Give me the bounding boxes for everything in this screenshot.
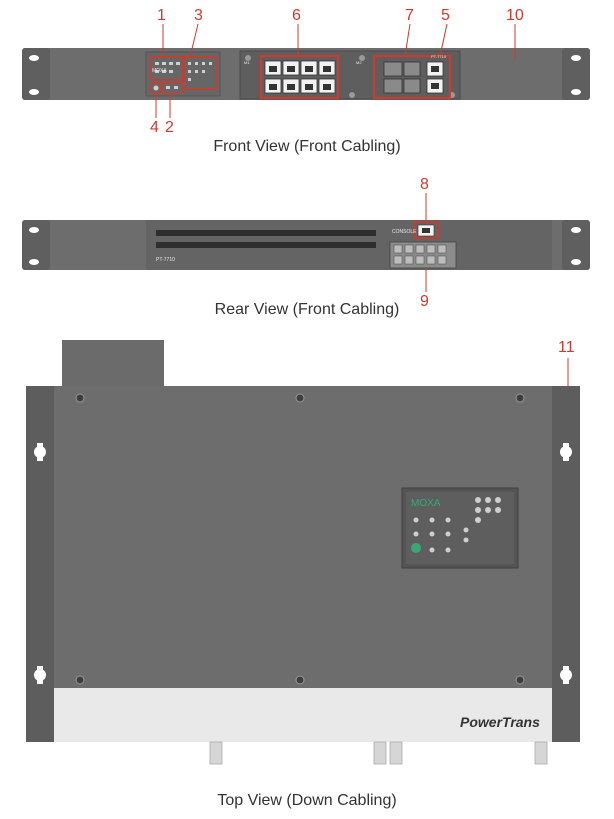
front-leader-lines — [155, 23, 516, 118]
front-fiber-ports — [373, 55, 451, 99]
rear-view-caption: Rear View (Front Cabling) — [214, 301, 400, 318]
top-view-chassis — [26, 340, 580, 765]
callout-2: 2 — [165, 119, 174, 136]
front-led-panel — [150, 56, 217, 94]
callout-11: 11 — [558, 339, 575, 356]
powertrans-logo: PowerTrans — [460, 714, 540, 730]
callout-1: 1 — [157, 7, 166, 24]
rear-vents — [156, 230, 376, 248]
rear-model-label: PT-7710 — [156, 257, 175, 263]
callout-10: 10 — [506, 7, 524, 24]
callout-4: 4 — [150, 119, 159, 136]
callout-8: 8 — [420, 176, 429, 193]
front-m1-label: M1 — [244, 60, 250, 65]
callout-5: 5 — [441, 7, 450, 24]
front-view-caption: Front View (Front Cabling) — [213, 138, 401, 155]
top-led-panel — [401, 487, 519, 569]
front-rj45-ports — [260, 55, 339, 99]
callout-3: 3 — [194, 7, 203, 24]
callout-6: 6 — [292, 7, 301, 24]
front-m2-label: M2 — [356, 60, 362, 65]
rear-terminal-blocks — [389, 241, 457, 269]
callout-7: 7 — [405, 7, 414, 24]
top-view-caption: Top View (Down Cabling) — [217, 792, 397, 809]
rear-console-label: CONSOLE — [392, 229, 417, 235]
front-model-label: PT-7710 — [431, 54, 447, 59]
callout-9: 9 — [420, 293, 429, 310]
front-brand-label: MOXA — [152, 68, 167, 74]
top-brand-label: MOXA — [411, 498, 441, 509]
